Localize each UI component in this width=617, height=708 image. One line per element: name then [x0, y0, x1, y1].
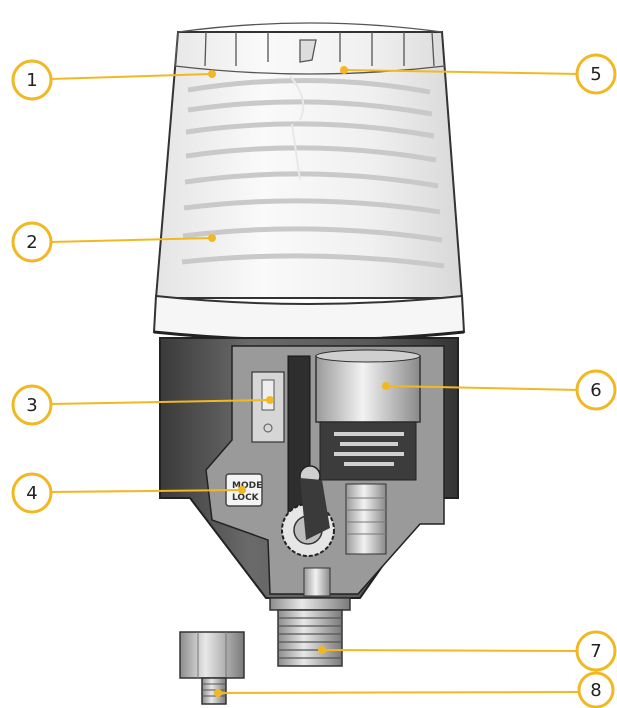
callout-2: 2 [11, 221, 53, 263]
callout-2-label: 2 [26, 232, 37, 253]
callout-4-label: 4 [26, 483, 37, 504]
callout-8: 8 [577, 671, 615, 708]
callout-7: 7 [575, 630, 617, 672]
cap-ribs [174, 22, 446, 75]
callout-3: 3 [11, 384, 53, 426]
leader-dots [208, 66, 390, 697]
leader-lines [49, 69, 581, 694]
spring [181, 78, 445, 269]
gear-drive [281, 355, 335, 557]
callout-5: 5 [575, 53, 617, 95]
callout-3-label: 3 [26, 395, 37, 416]
callout-8-label: 8 [590, 680, 601, 701]
outlet-thread [269, 597, 351, 667]
adapter-fitting [179, 631, 245, 705]
spindle [345, 483, 387, 555]
callout-1: 1 [11, 59, 53, 101]
drive-housing: MODE LOCK [159, 337, 459, 599]
mode-label: MODE [232, 481, 262, 491]
reservoir [152, 22, 466, 342]
callout-7-label: 7 [590, 641, 601, 662]
callout-4: 4 [11, 472, 53, 514]
callout-5-label: 5 [590, 64, 601, 85]
callout-6: 6 [575, 369, 617, 411]
motor [315, 349, 421, 481]
callout-6-label: 6 [590, 380, 601, 401]
lock-label: LOCK [232, 493, 260, 503]
callout-1-label: 1 [26, 70, 37, 91]
